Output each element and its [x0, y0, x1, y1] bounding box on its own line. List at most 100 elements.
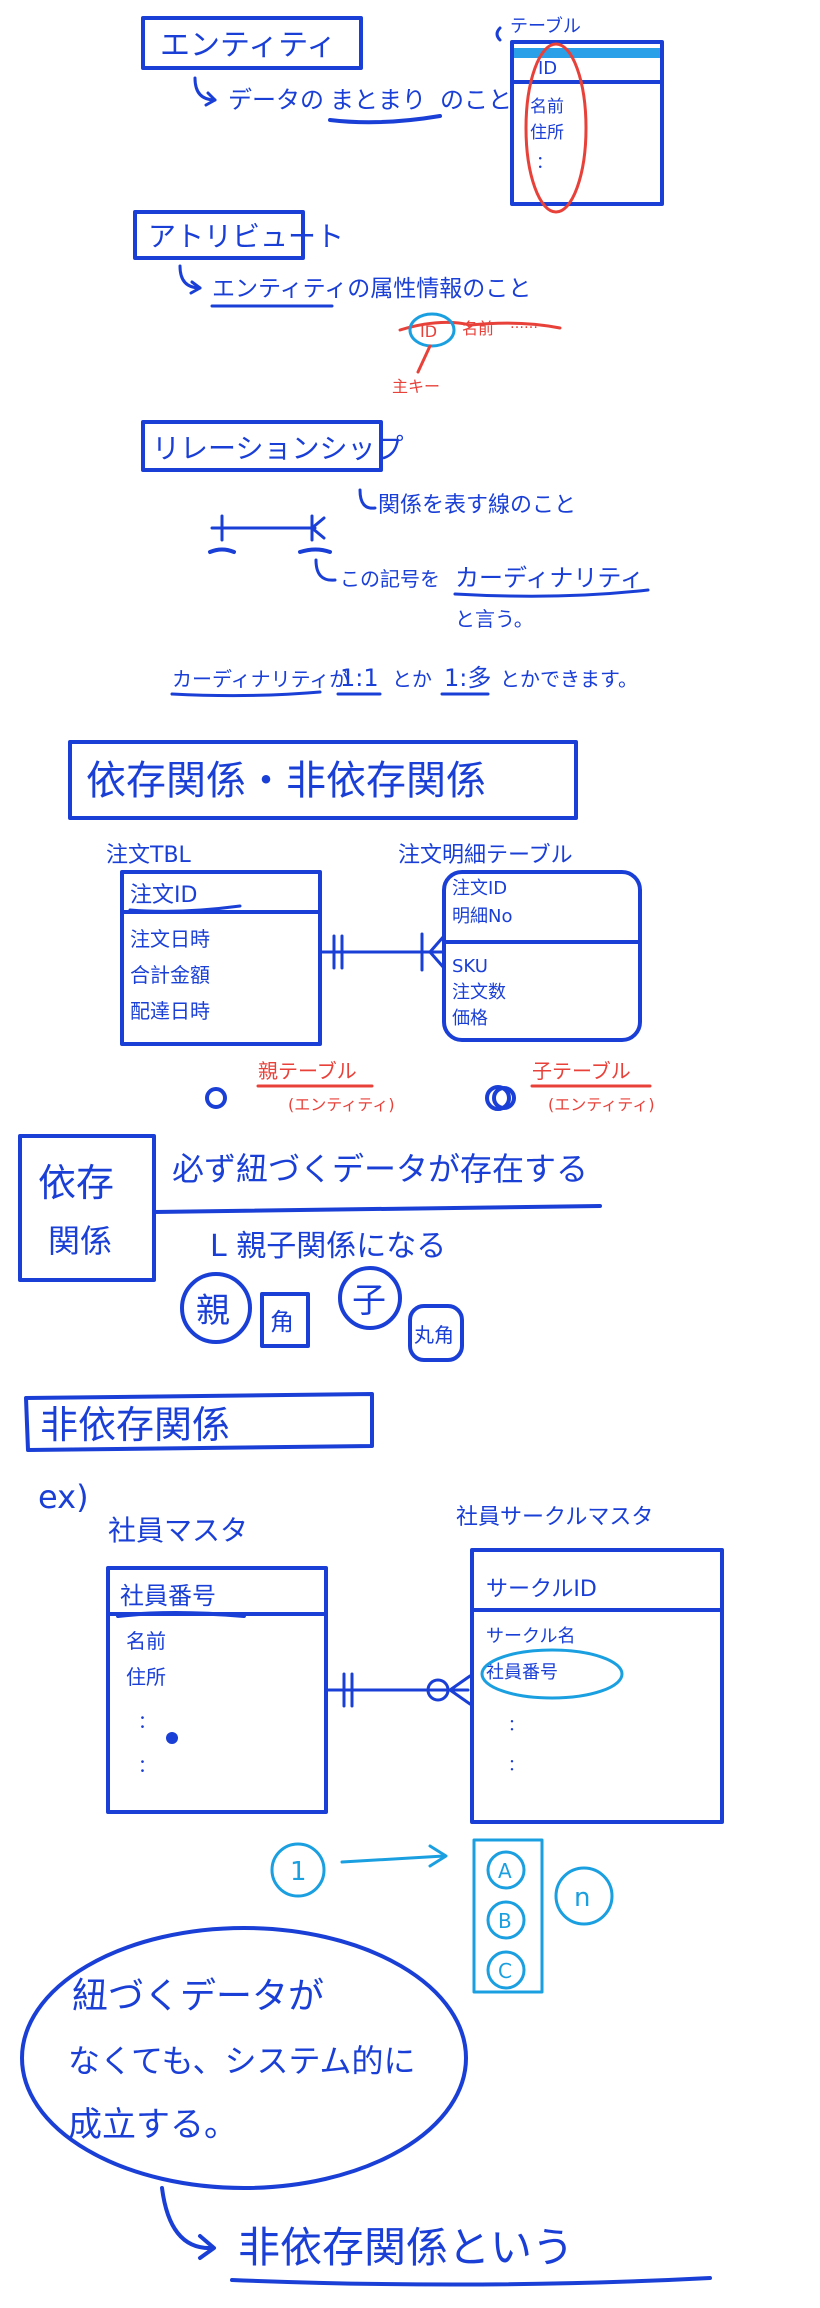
- relationship-right-underline: [298, 547, 332, 554]
- example-stack-circle-c: [486, 1950, 526, 1990]
- cardinality-b: 1:多: [444, 664, 491, 692]
- example-stack-box: [472, 1838, 544, 1994]
- entity-highlight-underline: [328, 114, 442, 125]
- order-table-box: [120, 870, 322, 1046]
- entity-table-label: テーブル: [510, 15, 581, 37]
- ko-label: 子: [352, 1281, 386, 1321]
- parent-sub: (エンティティ): [288, 1095, 395, 1114]
- attribute-wave: [398, 320, 562, 332]
- order-table-pk: 注文ID: [130, 883, 197, 908]
- independent-title: 非依存関係: [40, 1403, 230, 1447]
- conclusion-underline: [230, 2276, 712, 2287]
- independent-section: 非依存関係 ex) 社員マスタ 社員サークルマスタ 社員番号 名前 住所 ： ：…: [20, 1392, 724, 2287]
- order-table-attr-2: 合計金額: [130, 963, 210, 987]
- bubble-line-1: 紐づくデータが: [72, 1976, 324, 2017]
- employee-table-label: 社員マスタ: [108, 1514, 248, 1547]
- relationship-title: リレーションシップ: [152, 432, 403, 465]
- independent-ex: ex): [38, 1478, 89, 1516]
- relationship-notation-2: と言う。: [455, 607, 534, 631]
- explanation-bubble: [20, 1926, 468, 2190]
- dependent-side-line2: 関係: [48, 1222, 112, 1260]
- child-dot: [485, 1085, 511, 1111]
- order-detail-label: 注文明細テーブル: [398, 843, 573, 868]
- relationship-notation-highlight: カーディナリティ: [455, 564, 644, 592]
- order-table-attr-3: 配達日時: [130, 999, 210, 1023]
- attribute-desc: エンティティの属性情報のこと: [212, 276, 531, 302]
- child-sub: (エンティティ): [548, 1095, 655, 1114]
- example-stack-circle-a: [486, 1850, 526, 1890]
- dependent-side-line1: 依存: [38, 1161, 114, 1205]
- relationship-title-box: [141, 420, 383, 472]
- attribute-pk-label: 主キー: [392, 377, 440, 396]
- employee-attr-3: ：: [138, 1712, 156, 1733]
- entity-attr-2: 住所: [530, 123, 564, 143]
- dependent-parent-child: L 親子関係になる: [210, 1229, 446, 1264]
- conclusion-hook: [160, 2186, 214, 2251]
- oya-circle: [180, 1272, 252, 1344]
- circle-attr-3: ：: [508, 1715, 524, 1734]
- attribute-pk-pointer: [416, 344, 432, 374]
- entity-table-header-bar: [514, 48, 660, 58]
- entity-label-tick: [495, 26, 502, 42]
- dependent-section: 依存関係・非依存関係 注文TBL 注文明細テーブル 注文ID 注文日時 合計金額…: [18, 740, 655, 1362]
- attribute-title: アトリビュート: [148, 220, 344, 253]
- employee-attr-2: 住所: [126, 1665, 166, 1689]
- dependent-title: 依存関係・非依存関係: [86, 758, 486, 804]
- example-one-label: 1: [290, 1857, 307, 1887]
- relationship-crowsfoot: [310, 516, 326, 540]
- dependent-crowsfoot: [428, 934, 446, 970]
- relationship-notation-hook: [314, 558, 337, 582]
- example-arrow-head: [428, 1844, 448, 1868]
- cardinality-prefix: カーディナリティが: [172, 667, 349, 691]
- relationship-arrow-hook: [358, 488, 377, 510]
- entity-desc-2: のこと: [440, 86, 512, 114]
- conclusion-arrow-head: [198, 2234, 216, 2260]
- cardinality-prefix-underline: [170, 690, 322, 698]
- circle-table-label: 社員サークルマスタ: [456, 1505, 653, 1530]
- example-stack-label-c: C: [498, 1959, 512, 1983]
- order-table-label: 注文TBL: [106, 843, 192, 868]
- attribute-arrow-head: [189, 280, 202, 295]
- example-arrow-line: [340, 1854, 446, 1864]
- entity-attr-1: 名前: [530, 97, 564, 117]
- order-table-attr-1: 注文日時: [130, 927, 210, 951]
- attribute-name-label: 名前: [462, 319, 494, 338]
- maru-label: 丸角: [414, 1323, 454, 1347]
- conclusion-text: 非依存関係という: [238, 2223, 574, 2272]
- employee-table-scribble: [166, 1732, 178, 1744]
- example-n-label: n: [574, 1883, 590, 1913]
- child-dot-inner: [492, 1086, 516, 1110]
- attribute-id-ring: [408, 312, 456, 348]
- entity-desc-1: データの: [228, 86, 324, 114]
- order-detail-attr-3: 価格: [452, 1008, 488, 1029]
- relationship-section: リレーションシップ 関係を表す線のこと この記号を カーディナリティ と言う。 …: [141, 420, 650, 698]
- attribute-id-label: ID: [420, 322, 437, 341]
- cardinality-suffix: とかできます。: [500, 667, 638, 691]
- oya-label: 親: [196, 1291, 230, 1331]
- parent-label: 親テーブル: [258, 1059, 357, 1083]
- entity-title: エンティティ: [160, 28, 336, 63]
- entity-attr-3: ：: [536, 153, 553, 173]
- entity-arrow-hook: [193, 76, 217, 102]
- relationship-left-underline: [208, 547, 236, 554]
- dependent-must-text: 必ず紐づくデータが存在する: [172, 1150, 588, 1188]
- dependent-must-underline: [152, 1204, 602, 1214]
- entity-column-highlight: [524, 42, 588, 214]
- independent-title-box: [24, 1392, 374, 1452]
- employee-table-pk: 社員番号: [120, 1582, 216, 1610]
- circle-table-pk: サークルID: [486, 1577, 597, 1602]
- attribute-title-box: [133, 210, 305, 260]
- example-stack-label-b: B: [498, 1909, 512, 1933]
- relationship-desc: 関係を表す線のこと: [378, 493, 576, 518]
- circle-table-box: [470, 1548, 724, 1824]
- order-detail-pk-2: 明細No: [452, 906, 512, 927]
- order-detail-attr-1: SKU: [452, 956, 488, 977]
- bubble-line-3: 成立する。: [68, 2105, 238, 2145]
- example-stack-label-a: A: [498, 1859, 512, 1883]
- entity-table-pk: ID: [538, 58, 557, 79]
- kaku-box: [260, 1292, 310, 1348]
- circle-fk-highlight: [480, 1648, 624, 1700]
- bubble-line-2: なくても、システム的に: [68, 2042, 416, 2080]
- ko-circle: [338, 1266, 402, 1330]
